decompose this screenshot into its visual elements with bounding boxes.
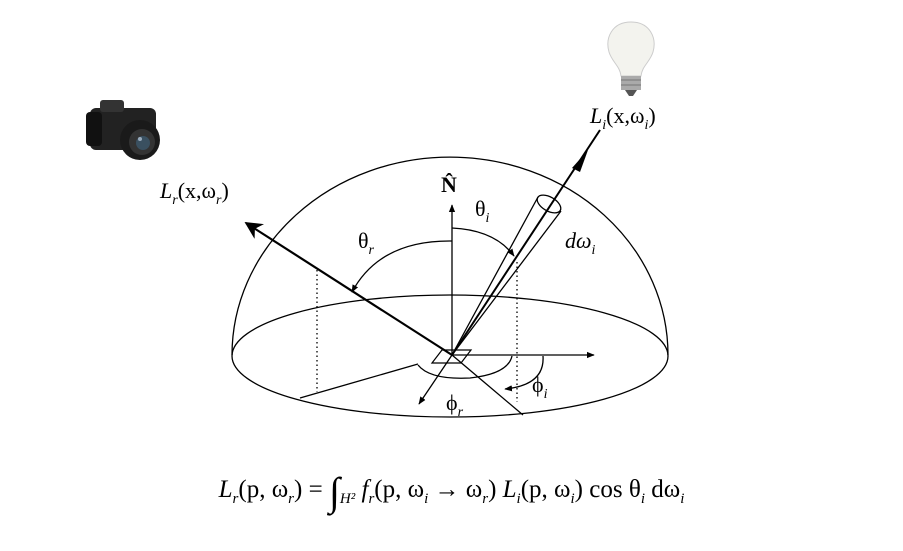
y-axis [418, 354, 453, 405]
surface-patch [430, 349, 473, 364]
light-bulb-icon [607, 21, 655, 96]
rendering-equation: Lr(p, ωr) = ∫H² fr(p, ωi → ωr) Li(p, ωi)… [218, 469, 685, 514]
incoming-radiance-label: Li(x,ωi) [589, 103, 656, 133]
normal-label: N̂ [441, 172, 457, 197]
solid-angle-cone [451, 194, 562, 356]
phi-r-label: ϕr [446, 390, 464, 420]
camera-icon [86, 100, 160, 160]
theta-r-arc [351, 240, 453, 293]
hemisphere-dome [231, 156, 669, 356]
phi-i-label: ϕi [532, 372, 548, 402]
d-omega-label: dωi [565, 228, 596, 258]
phi-i-arc [504, 355, 544, 392]
theta-i-label: θi [475, 196, 490, 226]
outgoing-radiance-label: Lr(x,ωr) [159, 178, 229, 208]
reflected-ray [244, 222, 453, 356]
phi-r-arc [417, 355, 513, 379]
theta-r-label: θr [358, 228, 375, 258]
hemisphere-base [231, 294, 669, 418]
theta-i-arc [451, 227, 515, 257]
